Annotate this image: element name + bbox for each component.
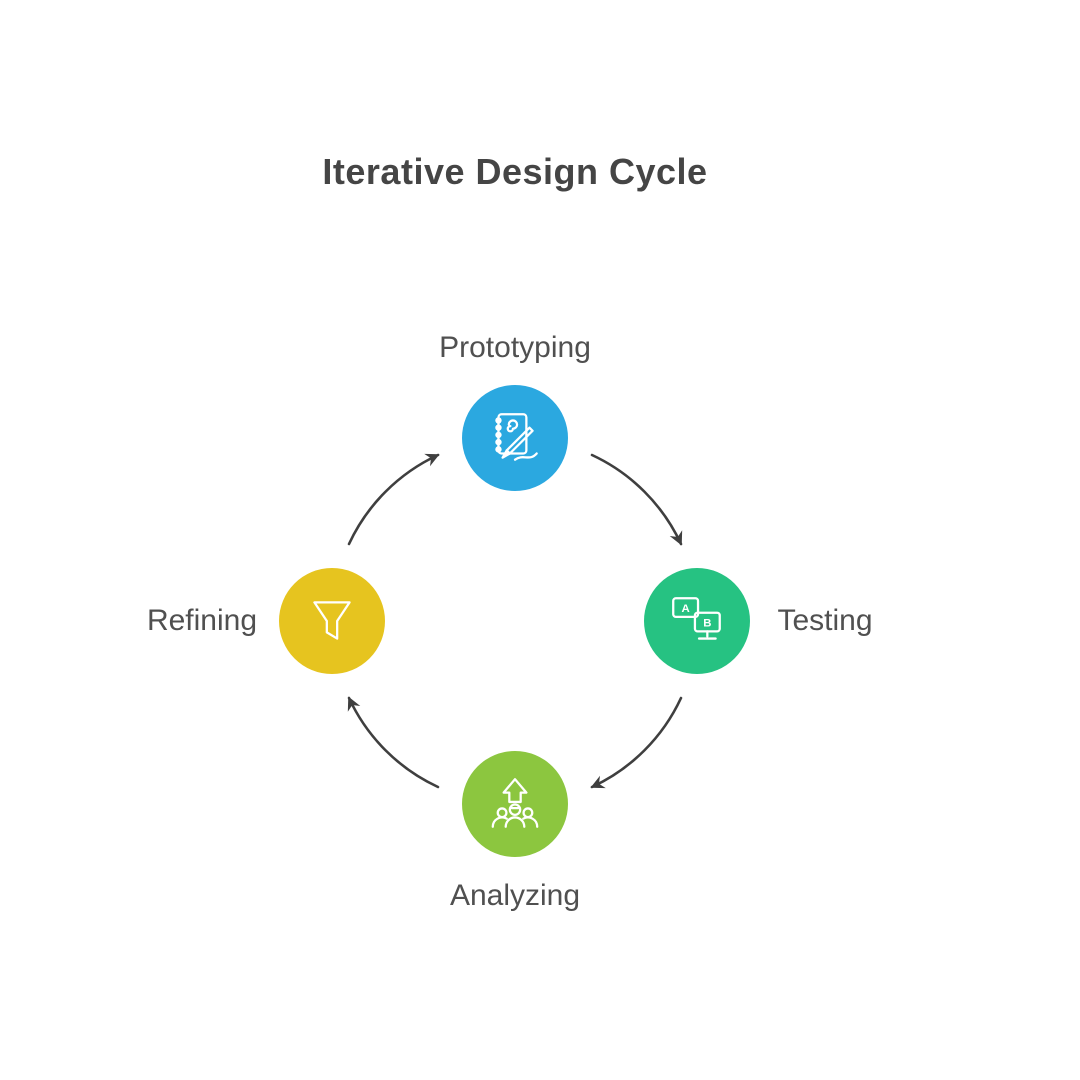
- node-refining: [279, 568, 385, 674]
- arrow-prototyping-to-testing: [590, 453, 683, 546]
- variant-b-label: B: [703, 618, 711, 630]
- node-prototyping: [462, 385, 568, 491]
- sketch-pencil-icon: [495, 413, 538, 461]
- arrow-refining-to-prototyping: [347, 453, 440, 546]
- arrow-analyzing-to-refining: [347, 696, 440, 789]
- node-testing: A B: [644, 568, 750, 674]
- node-label-testing: Testing: [777, 604, 873, 637]
- arrow-testing-to-analyzing: [590, 696, 683, 789]
- variant-a-label: A: [682, 603, 690, 615]
- page-title: Iterative Design Cycle: [322, 151, 708, 192]
- funnel-icon: [313, 601, 351, 640]
- node-label-prototyping: Prototyping: [439, 331, 591, 364]
- ab-testing-monitors-icon: A B: [672, 597, 721, 640]
- node-label-refining: Refining: [146, 604, 258, 637]
- node-analyzing: [462, 751, 568, 857]
- team-growth-arrow-icon: [491, 778, 539, 828]
- node-label-analyzing: Analyzing: [449, 879, 581, 912]
